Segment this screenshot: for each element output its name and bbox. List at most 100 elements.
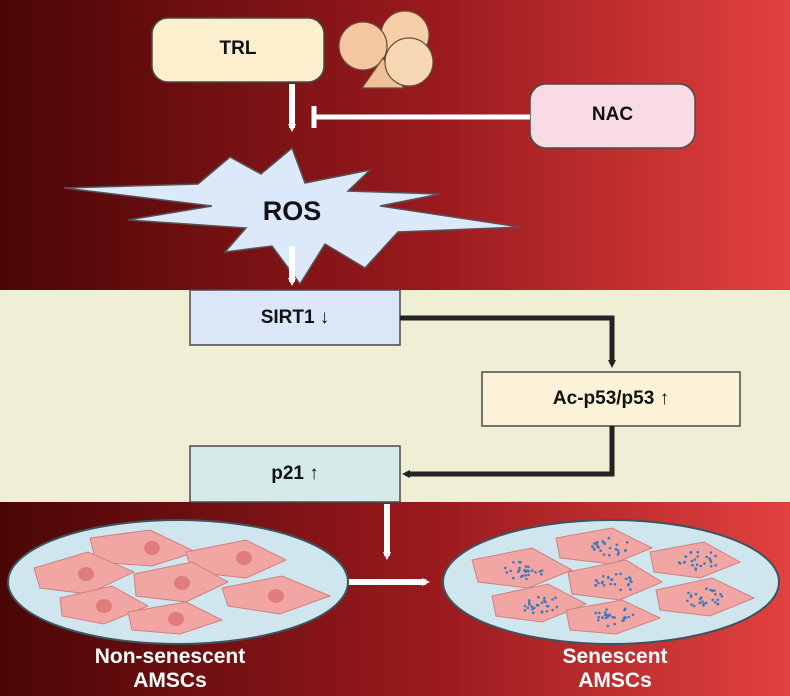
senescence-dot [700,596,703,599]
senescence-dot [555,605,559,609]
senescence-dot [622,617,626,620]
senescence-dot [714,601,717,604]
senescence-dot [517,570,520,574]
inhibition-tbar-icon [311,106,530,128]
senescence-dot [531,611,535,615]
senescence-dot [606,624,610,628]
senescence-dot [523,609,527,612]
cell [555,527,654,565]
senescence-dot [523,569,526,572]
senescence-dot [521,574,524,578]
cell-nucleus [236,551,252,565]
senescence-dot [714,563,717,567]
trl-label: TRL [219,38,257,59]
p21-box [189,445,401,503]
senescent-dish [442,519,780,645]
senescence-dot [702,604,705,607]
non-senescent-caption-line1: Non-senescent [94,645,246,668]
senescent-caption-line2: AMSCs [578,669,652,692]
senescence-dot [714,593,717,596]
senescence-dot [608,553,611,557]
senescence-dot [595,543,598,546]
senescence-dot [631,613,635,617]
senescence-dot [540,601,544,604]
senescence-dot [624,549,627,552]
non-senescent-dish [7,519,349,645]
cell-nucleus [168,612,184,626]
arrow-icon [400,315,616,368]
senescence-dot [692,604,696,608]
senescence-dot [602,583,606,587]
senescence-dot [695,563,699,566]
senescence-dot [523,604,527,608]
senescence-dot [537,595,540,599]
senescence-dot [602,553,606,556]
senescence-dot [719,593,722,596]
senescence-dot [709,588,712,592]
senescence-dot [527,570,531,573]
senescence-dot [540,573,543,576]
senescence-dot [528,599,531,602]
senescence-dot [687,591,690,595]
senescence-dot [615,543,619,547]
senescence-dot [619,572,622,576]
senescence-dot [524,574,527,577]
senescence-dot [606,615,609,619]
cell-nucleus [96,599,112,613]
ros-label: ROS [262,196,322,226]
senescence-dot [596,541,599,544]
senescence-dot [533,606,536,610]
senescence-dot [614,573,618,576]
senescence-dot [531,608,534,611]
senescence-dot [607,536,611,540]
senescence-dot [608,546,612,550]
senescence-dot [593,542,596,545]
ros-burst [63,146,521,286]
senescence-dot [599,549,602,552]
senescence-dot [530,605,534,608]
senescence-dot [720,594,724,598]
senescence-dot [540,610,544,613]
senescence-dot [551,608,554,612]
senescence-dot [689,551,693,554]
senescence-dot [525,569,528,572]
senescence-dot [709,564,713,568]
senescence-dot [698,601,702,605]
senescence-dot [613,616,616,619]
senescence-dot [716,598,720,602]
senescence-dot [530,569,534,572]
senescence-dot [704,601,708,605]
senescence-dot [621,619,624,623]
senescence-dot [598,611,601,615]
p21-label: p21 ↑ [271,463,319,484]
senescence-dot [535,603,539,607]
senescence-dot [509,569,512,573]
senescence-dot [693,558,697,561]
senescence-dot [543,596,546,600]
senescence-dot [504,566,507,570]
nac-label: NAC [591,104,634,125]
senescence-dot [527,565,530,569]
non-senescent-caption-line2: AMSCs [133,669,207,692]
senescence-dot [699,564,703,568]
senescence-dot [711,589,714,593]
senescence-dot [527,573,530,577]
senescence-dot [601,616,604,619]
senescence-dot [540,569,544,572]
senescence-dot [689,595,693,599]
senescence-dot [705,587,708,590]
senescence-dot [551,598,554,601]
senescence-dot [512,576,515,580]
senescence-dot [614,547,618,551]
senescence-dot [597,581,600,585]
senescence-dot [610,578,614,581]
senescence-dot [554,596,557,600]
cell-nucleus [268,589,284,603]
senescence-dot [627,615,630,619]
senescence-dot [716,602,720,606]
senescence-dot [591,545,594,548]
senescence-dot [629,588,632,591]
senescence-dot [709,559,712,562]
